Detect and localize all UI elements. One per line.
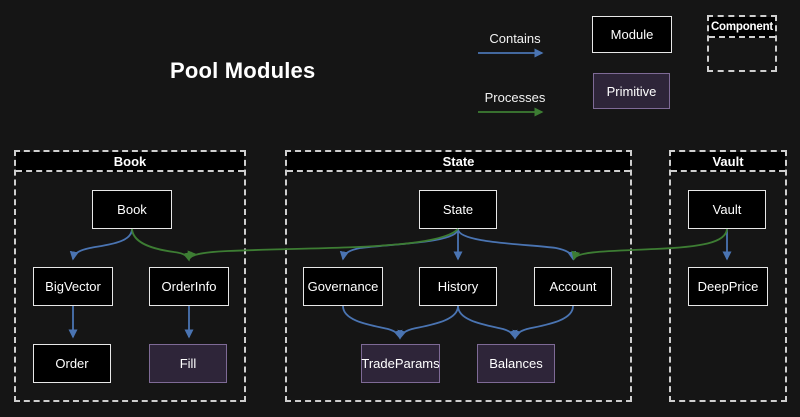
edge-state-account xyxy=(457,228,577,261)
edge-book-orderinfo xyxy=(131,228,192,262)
node-governance[interactable]: Governance xyxy=(303,267,383,306)
node-order-label: Order xyxy=(55,356,89,371)
legend-component-label: Component xyxy=(709,17,775,38)
edge-history-balances xyxy=(457,305,518,340)
legend-module-sample: Module xyxy=(592,16,672,53)
container-state: State State Governance History Account T… xyxy=(285,150,632,402)
edge-governance-tradeparams xyxy=(342,305,403,340)
node-deepprice[interactable]: DeepPrice xyxy=(688,267,768,306)
legend-processes-label: Processes xyxy=(484,90,546,105)
node-balances-label: Balances xyxy=(489,356,543,371)
edge-book-bigvector xyxy=(69,228,133,261)
edge-vault-account xyxy=(571,228,728,261)
node-account[interactable]: Account xyxy=(534,267,612,306)
container-book: Book Book BigVector OrderInfo Order Fill xyxy=(14,150,246,402)
container-state-title: State xyxy=(287,152,630,172)
node-tradeparams-label: TradeParams xyxy=(361,356,440,371)
page-title: Pool Modules xyxy=(170,58,316,83)
node-orderinfo-label: OrderInfo xyxy=(161,279,217,294)
node-bigvector-label: BigVector xyxy=(45,279,101,294)
node-book[interactable]: Book xyxy=(92,190,172,229)
node-balances[interactable]: Balances xyxy=(477,344,555,383)
node-history-label: History xyxy=(437,279,479,294)
edge-state-orderinfo xyxy=(187,228,459,261)
node-tradeparams[interactable]: TradeParams xyxy=(361,344,440,383)
container-vault: Vault Vault DeepPrice xyxy=(669,150,787,402)
node-governance-label: Governance xyxy=(307,279,379,294)
legend-module-label: Module xyxy=(610,27,654,42)
node-orderinfo[interactable]: OrderInfo xyxy=(149,267,229,306)
container-vault-title: Vault xyxy=(671,152,785,172)
legend-contains-label: Contains xyxy=(489,31,541,46)
edge-history-tradeparams xyxy=(397,305,459,340)
container-book-title: Book xyxy=(16,152,244,172)
node-deepprice-label: DeepPrice xyxy=(697,279,759,294)
node-book-label: Book xyxy=(117,202,147,217)
node-bigvector[interactable]: BigVector xyxy=(33,267,113,306)
node-fill[interactable]: Fill xyxy=(149,344,227,383)
node-vault[interactable]: Vault xyxy=(688,190,766,229)
node-history[interactable]: History xyxy=(419,267,497,306)
node-order[interactable]: Order xyxy=(33,344,111,383)
legend-primitive-label: Primitive xyxy=(606,83,657,99)
legend-component-sample: Component xyxy=(707,15,777,72)
node-account-label: Account xyxy=(549,279,597,294)
node-state[interactable]: State xyxy=(419,190,497,229)
node-vault-label: Vault xyxy=(712,202,742,217)
node-state-label: State xyxy=(442,202,474,217)
edge-account-balances xyxy=(512,305,574,340)
legend-primitive-sample: Primitive xyxy=(593,73,670,109)
edge-state-governance xyxy=(339,228,459,261)
node-fill-label: Fill xyxy=(179,356,197,371)
